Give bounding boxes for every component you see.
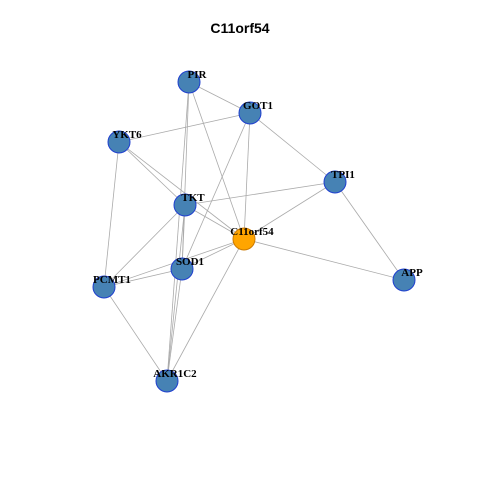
- node-label: AKR1C2: [153, 368, 197, 380]
- edge-got1-ykt6: [118, 112, 251, 143]
- node-tkt: TKT: [173, 192, 205, 217]
- node-sod1: SOD1: [170, 256, 204, 281]
- edge-tpi1-tkt: [184, 181, 336, 206]
- node-circle: [170, 257, 194, 281]
- edge-sod1-pcmt1: [103, 268, 183, 288]
- node-akr1c2: AKR1C2: [153, 368, 197, 393]
- node-circle: [232, 227, 256, 251]
- edge-pir-akr1c2: [166, 81, 190, 382]
- edge-tpi1-c11orf54: [243, 181, 336, 240]
- edge-got1-sod1: [181, 112, 251, 270]
- node-circle: [323, 170, 347, 194]
- node-circle: [177, 70, 201, 94]
- node-circle: [238, 101, 262, 125]
- edge-sod1-akr1c2: [166, 268, 183, 382]
- edge-tpi1-app: [334, 181, 405, 281]
- node-c11orf54: C11orf54: [230, 226, 274, 251]
- edge-tkt-pcmt1: [103, 204, 186, 288]
- node-label: C11orf54: [230, 226, 274, 238]
- edge-ykt6-pcmt1: [103, 141, 120, 288]
- node-circle: [92, 275, 116, 299]
- node-label: YKT6: [112, 129, 142, 141]
- page-title: C11orf54: [210, 20, 270, 36]
- node-circle: [173, 193, 197, 217]
- edge-c11orf54-app: [243, 238, 405, 281]
- edge-got1-tpi1: [249, 112, 336, 183]
- node-circle: [107, 130, 131, 154]
- node-label: TKT: [181, 192, 205, 204]
- edge-tkt-akr1c2: [166, 204, 186, 382]
- node-app: APP: [392, 267, 423, 292]
- node-label: PCMT1: [93, 274, 131, 286]
- edge-c11orf54-akr1c2: [166, 238, 245, 382]
- edge-pir-c11orf54: [188, 81, 245, 240]
- node-pir: PIR: [177, 69, 208, 94]
- edge-layer: [103, 81, 405, 382]
- edge-pcmt1-akr1c2: [103, 286, 168, 382]
- node-ykt6: YKT6: [107, 129, 142, 154]
- node-pcmt1: PCMT1: [92, 274, 131, 299]
- edge-ykt6-c11orf54: [118, 141, 245, 240]
- node-tpi1: TPI1: [323, 169, 355, 194]
- node-label: TPI1: [331, 169, 355, 181]
- edge-ykt6-tkt: [118, 141, 186, 206]
- node-circle: [392, 268, 416, 292]
- node-label: GOT1: [243, 100, 273, 112]
- edge-got1-c11orf54: [243, 112, 251, 240]
- node-circle: [155, 369, 179, 393]
- node-label: SOD1: [176, 256, 204, 268]
- node-label: APP: [401, 267, 423, 279]
- node-got1: GOT1: [238, 100, 273, 125]
- node-label: PIR: [188, 69, 208, 81]
